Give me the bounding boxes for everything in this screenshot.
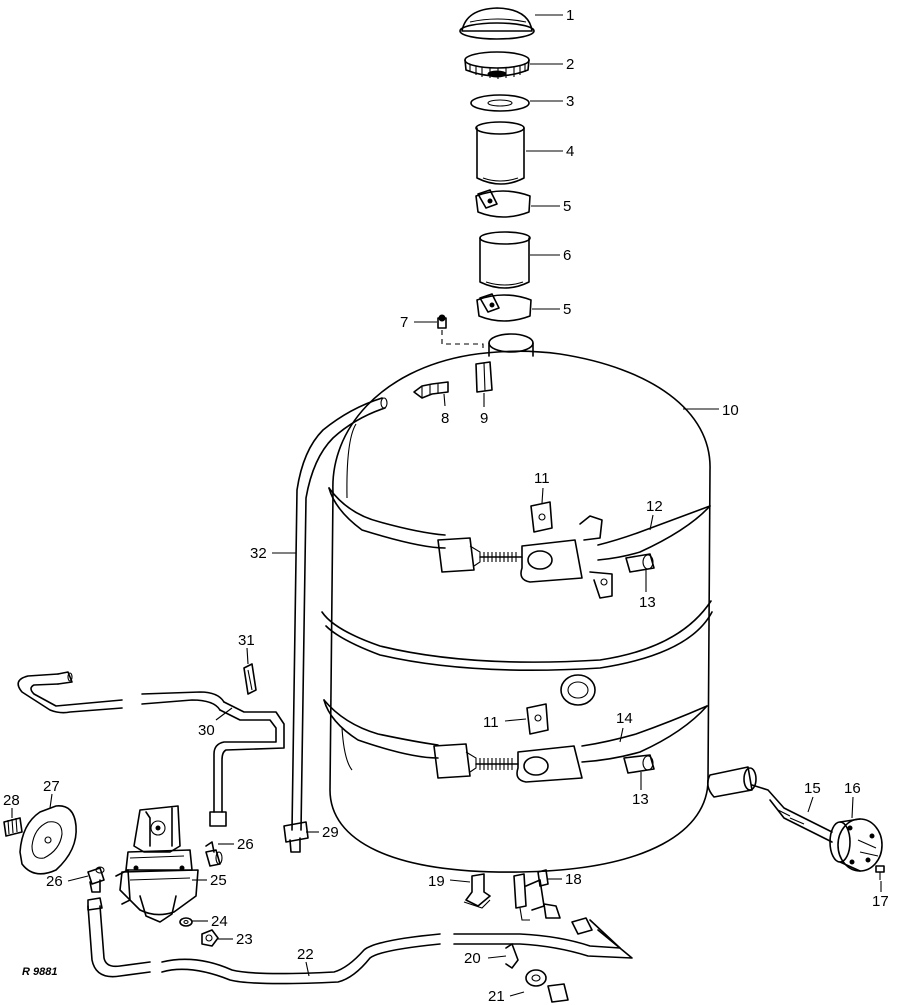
callout-15: 15 <box>804 780 821 797</box>
callout-1: 1 <box>566 7 574 24</box>
callout-21: 21 <box>488 988 505 1005</box>
filler-cap <box>459 7 535 40</box>
line-clip <box>283 821 309 853</box>
strap-pad-upper <box>530 501 553 533</box>
tank-strap-upper <box>328 487 711 599</box>
connector-fitting <box>413 381 449 399</box>
callout-24: 24 <box>211 913 228 930</box>
callout-13-upper: 13 <box>639 594 656 611</box>
callout-19: 19 <box>428 873 445 890</box>
callout-4: 4 <box>566 143 574 160</box>
callout-2: 2 <box>566 56 574 73</box>
gasket-fuel-pump <box>19 805 77 875</box>
vent-line <box>291 397 388 831</box>
callout-5-upper: 5 <box>563 198 571 215</box>
callout-22: 22 <box>297 946 314 963</box>
filler-neck-nut <box>475 361 493 393</box>
strap-pad-lower <box>526 703 549 735</box>
sender-screw <box>875 865 885 880</box>
drain-cock <box>463 873 491 909</box>
callout-13-lower: 13 <box>632 791 649 808</box>
callout-18: 18 <box>565 871 582 888</box>
strainer-screen-lower <box>479 231 531 289</box>
callout-6: 6 <box>563 247 571 264</box>
callout-25: 25 <box>210 872 227 889</box>
callout-8: 8 <box>441 410 449 427</box>
nut <box>201 929 219 947</box>
callout-26-left: 26 <box>46 873 63 890</box>
callout-11-upper: 11 <box>534 470 550 487</box>
callout-16: 16 <box>844 780 861 797</box>
fuel-gauge-sender <box>829 818 883 872</box>
gasket <box>470 94 530 112</box>
float-arm <box>751 784 833 843</box>
callout-27: 27 <box>43 778 60 795</box>
fuel-tank <box>329 333 711 873</box>
tank-middle-band <box>321 600 713 672</box>
callout-14: 14 <box>616 710 633 727</box>
shutoff-valve <box>513 869 561 921</box>
line-clip-lower <box>505 943 519 969</box>
callout-3: 3 <box>566 93 574 110</box>
clamp-lower <box>476 293 532 322</box>
callout-labels: 1 2 3 4 5 6 5 7 8 9 10 11 12 13 32 31 30… <box>3 7 889 1005</box>
callout-32: 32 <box>250 545 267 562</box>
strainer-screen-upper <box>475 121 525 185</box>
fuel-pump <box>115 805 199 923</box>
callout-31: 31 <box>238 632 255 649</box>
callout-11-lower: 11 <box>483 714 499 731</box>
gauge-float <box>706 766 757 798</box>
callout-12: 12 <box>646 498 663 515</box>
callout-10: 10 <box>722 402 739 419</box>
callout-26-right: 26 <box>237 836 254 853</box>
callout-29: 29 <box>322 824 339 841</box>
callout-30: 30 <box>198 722 215 739</box>
callout-20: 20 <box>464 950 481 967</box>
vent-valve <box>437 314 447 329</box>
callout-9: 9 <box>480 410 488 427</box>
return-line <box>17 671 285 827</box>
callout-17: 17 <box>872 893 889 910</box>
callout-7: 7 <box>400 314 408 331</box>
leader-lines <box>11 14 882 997</box>
callout-23: 23 <box>236 931 253 948</box>
callout-5-lower: 5 <box>563 301 571 318</box>
pump-mounting-screw <box>3 817 23 837</box>
clamp-upper <box>475 189 531 218</box>
washer <box>179 917 193 927</box>
figure-reference: R 9881 <box>22 966 57 978</box>
strap-nut-lower <box>623 754 655 774</box>
callout-28: 28 <box>3 792 20 809</box>
pump-elbow-left <box>87 866 105 893</box>
tank-strap-lower <box>323 699 708 783</box>
pump-elbow-right <box>205 841 223 867</box>
drain-plug <box>525 969 569 1003</box>
line-clamp <box>243 663 257 695</box>
strap-nut-upper <box>625 553 655 573</box>
cap-locking-ring <box>464 51 530 79</box>
fuel-line <box>87 897 633 985</box>
